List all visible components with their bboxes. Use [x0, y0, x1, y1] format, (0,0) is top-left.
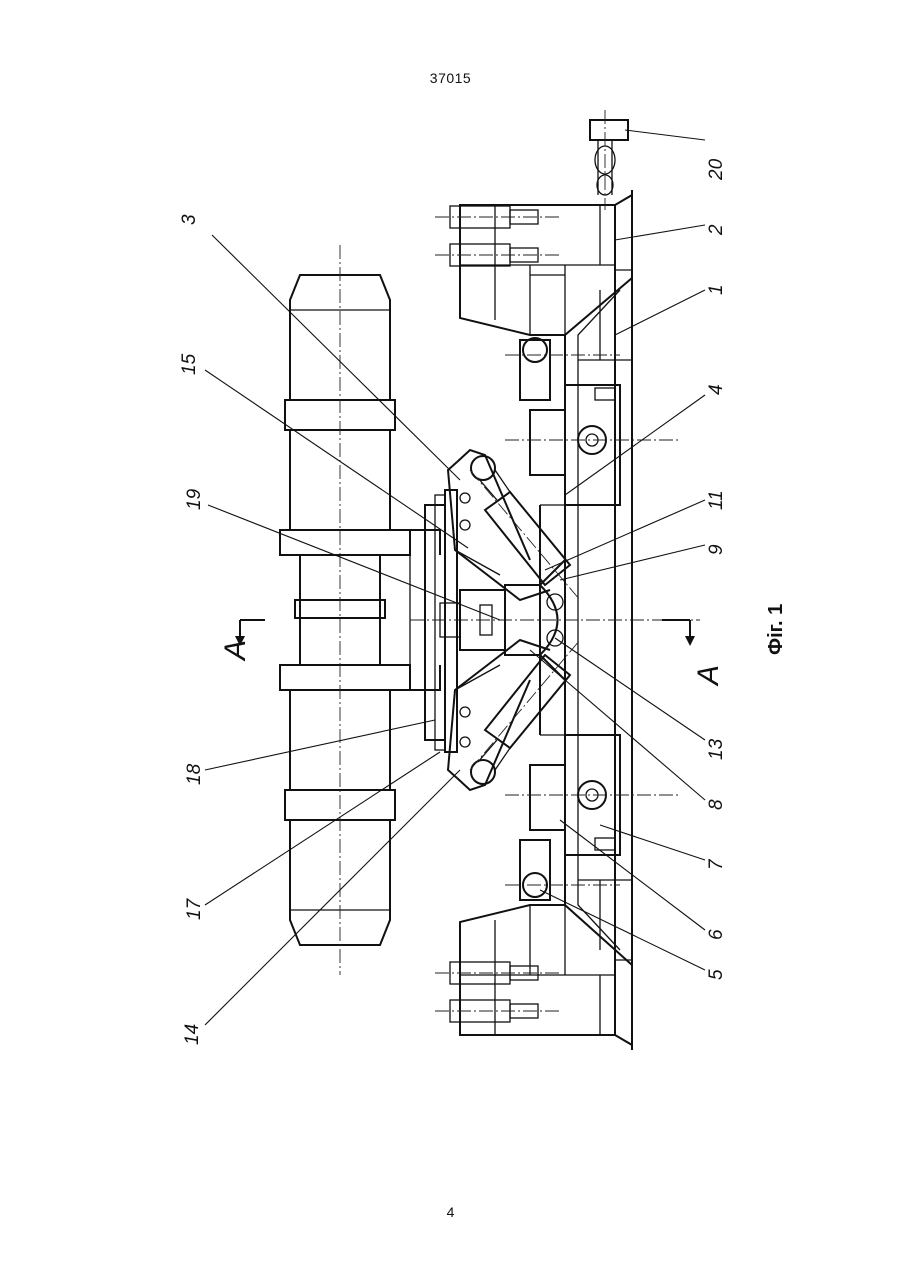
callout-14: 14	[182, 1024, 203, 1045]
callout-3: 3	[179, 214, 200, 225]
carriage-bottom	[505, 735, 680, 900]
callout-7: 7	[706, 858, 727, 870]
section-label-left: A	[219, 640, 252, 662]
callout-18: 18	[184, 763, 205, 785]
callout-6: 6	[706, 929, 727, 940]
leader-lines	[205, 130, 705, 1025]
section-label-right: A	[692, 665, 725, 687]
lifting-eye	[590, 110, 628, 210]
callout-19: 19	[184, 488, 205, 510]
callout-13: 13	[706, 738, 727, 760]
callout-9: 9	[706, 544, 727, 555]
callout-20: 20	[706, 158, 727, 181]
hydraulic-cylinder-bottom	[470, 640, 580, 770]
callout-8: 8	[706, 799, 727, 810]
callout-15: 15	[179, 353, 200, 375]
carriage-top	[505, 338, 680, 505]
callout-1: 1	[706, 284, 727, 295]
figure-caption: Фіг. 1	[765, 604, 787, 655]
lever-arm-bottom	[448, 640, 550, 790]
roller-shaft	[280, 245, 440, 975]
callout-4: 4	[706, 384, 727, 395]
hydraulic-cylinder-top	[470, 470, 580, 600]
callout-11: 11	[706, 490, 727, 510]
callout-17: 17	[184, 897, 205, 920]
callout-5: 5	[706, 969, 727, 980]
section-mark-left: A	[219, 620, 265, 662]
lever-arm-top	[448, 450, 550, 600]
page-number: 4	[0, 1204, 901, 1220]
callout-2: 2	[706, 224, 727, 236]
section-mark-right: A	[662, 620, 725, 687]
